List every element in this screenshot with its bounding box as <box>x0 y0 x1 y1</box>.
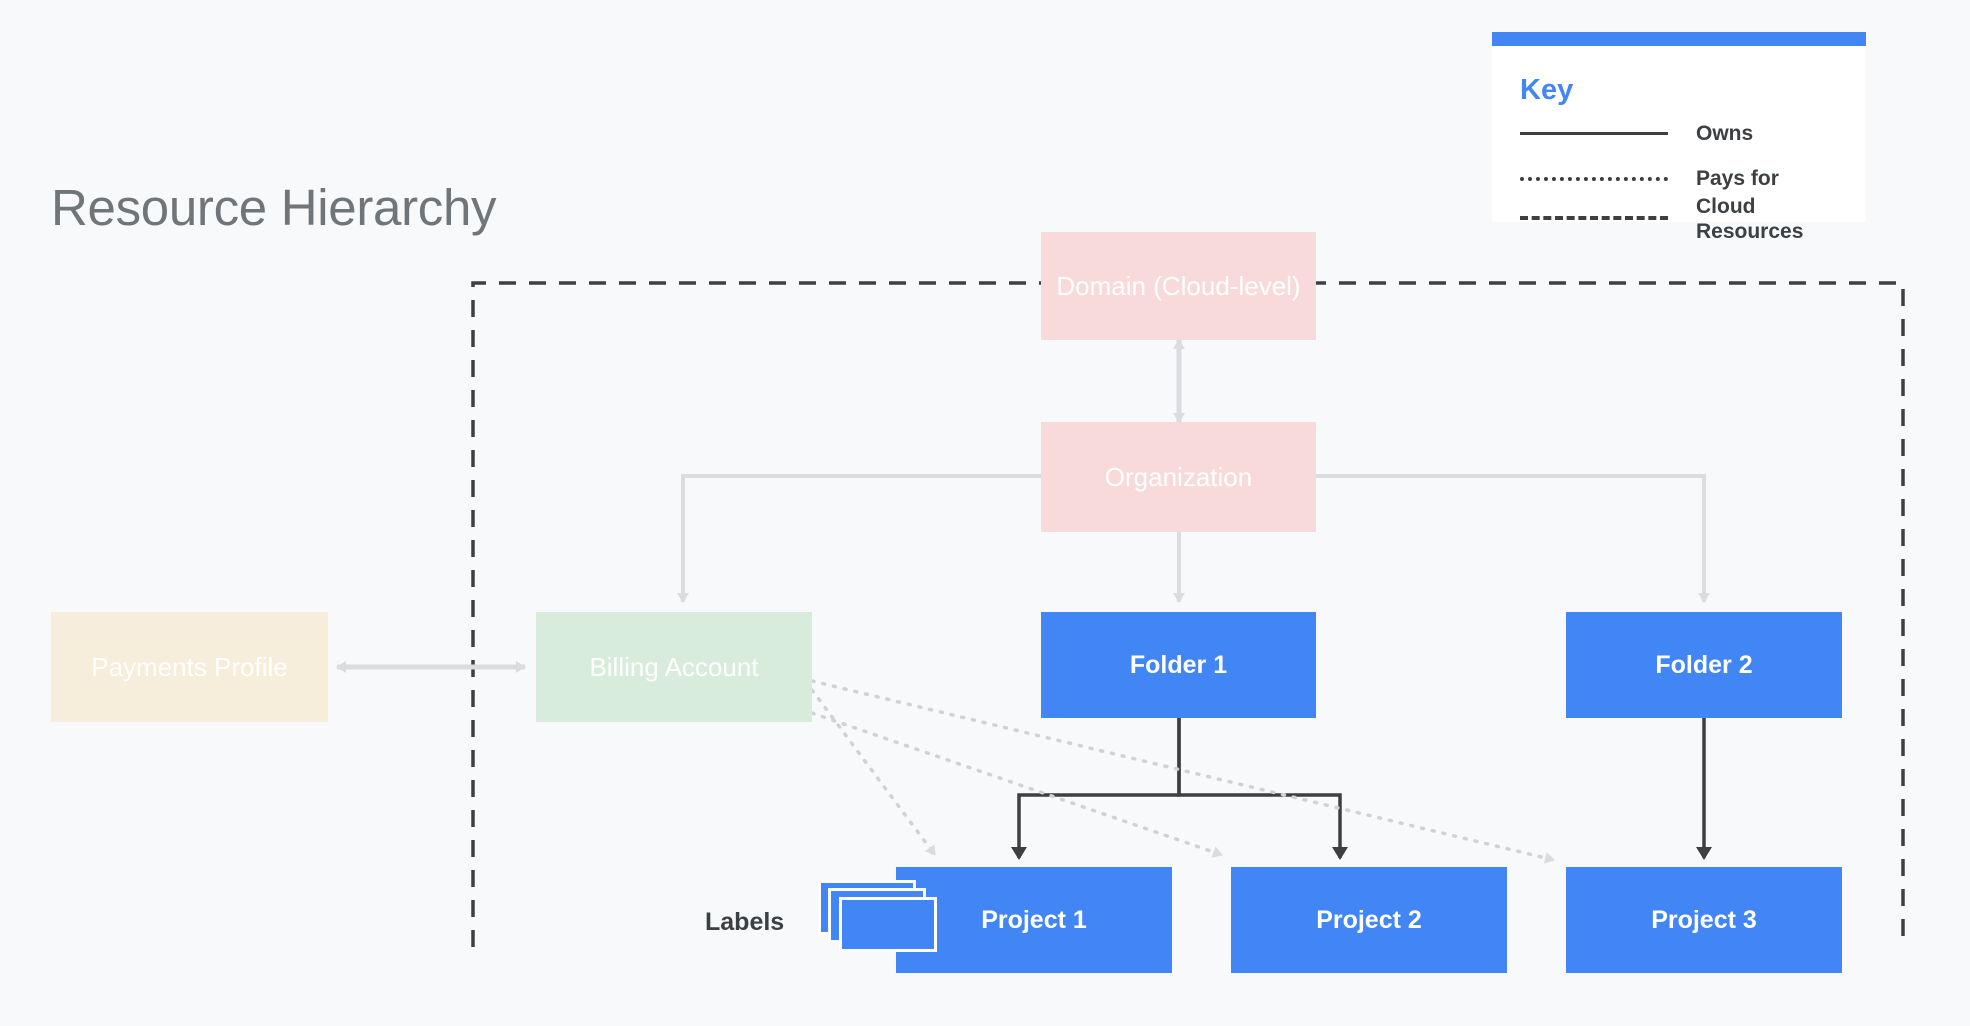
node-project-2[interactable]: Project 2 <box>1231 867 1507 973</box>
page-title: Resource Hierarchy <box>51 179 497 236</box>
node-project-3[interactable]: Project 3 <box>1566 867 1842 973</box>
node-folder-2-label: Folder 2 <box>1655 650 1753 679</box>
solid-line-icon <box>1520 132 1668 135</box>
node-payments-profile-label: Payments Profile <box>91 651 288 682</box>
node-project-1-label: Project 1 <box>981 905 1087 934</box>
node-project-1[interactable]: Project 1 <box>896 867 1172 973</box>
node-domain-label: Domain (Cloud-level) <box>1056 270 1301 301</box>
stacked-cards-icon <box>818 880 948 960</box>
key-label-pays-for: Pays for <box>1696 167 1779 190</box>
node-billing-account[interactable]: Billing Account <box>536 612 812 722</box>
node-organization-label: Organization <box>1104 461 1253 492</box>
key-accent-bar <box>1492 32 1866 46</box>
key-label-cloud-resources: Cloud Resources <box>1696 195 1804 243</box>
node-domain[interactable]: Domain (Cloud-level) <box>1041 232 1316 340</box>
key-row-pays-for: Pays for <box>1520 163 1850 197</box>
node-folder-1-label: Folder 1 <box>1129 650 1228 679</box>
node-project-3-label: Project 3 <box>1651 905 1757 934</box>
edge-folder1-projects <box>1011 718 1348 860</box>
key-row-cloud-resources: Cloud Resources <box>1520 195 1850 243</box>
label-card-front <box>839 897 937 952</box>
node-project-2-label: Project 2 <box>1316 905 1422 934</box>
key-panel: Key Owns Pays for Cloud Resources <box>1492 32 1866 243</box>
key-row-owns: Owns <box>1520 118 1850 152</box>
key-label-owns: Owns <box>1696 122 1754 145</box>
node-payments-profile[interactable]: Payments Profile <box>51 612 328 722</box>
key-title: Key <box>1520 74 1574 106</box>
dotted-line-icon <box>1520 177 1668 181</box>
node-organization[interactable]: Organization <box>1041 422 1316 532</box>
node-folder-1[interactable]: Folder 1 <box>1041 612 1316 718</box>
dashed-line-icon <box>1520 216 1668 220</box>
node-folder-2[interactable]: Folder 2 <box>1566 612 1842 718</box>
labels-caption: Labels <box>705 908 785 936</box>
node-billing-account-label: Billing Account <box>589 651 759 682</box>
